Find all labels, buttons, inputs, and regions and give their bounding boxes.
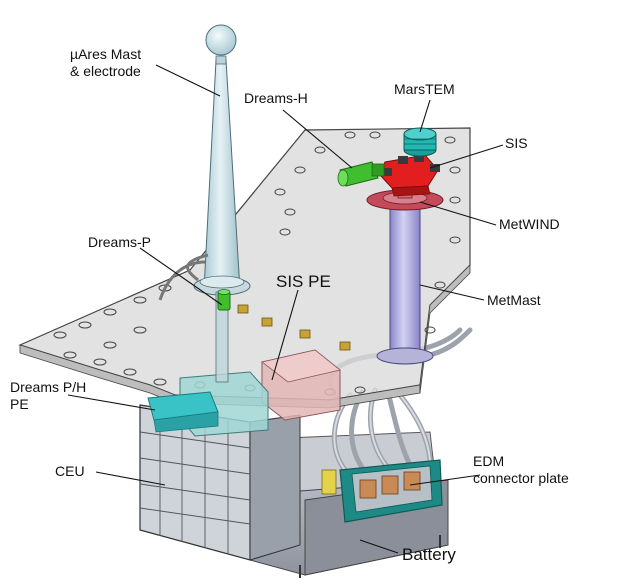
dreams-h-label: Dreams-H [244, 90, 308, 106]
dreams-h-sensor [337, 161, 385, 187]
edm-plate-label-line2: connector plate [473, 470, 569, 486]
metmast-label: MetMast [487, 292, 541, 308]
dreams-ph-pe-box [147, 371, 269, 437]
dreams-ph-pe-label-line2: PE [10, 396, 29, 412]
metwind-label: MetWIND [499, 216, 560, 232]
ceu-box [139, 404, 301, 561]
uares-mast-label-line2: & electrode [70, 63, 141, 79]
ceu-grid [139, 410, 251, 554]
marstem-label: MarsTEM [394, 81, 455, 97]
uares-mast [158, 24, 251, 383]
uares-mast-label: µAres Mast & electrode [70, 46, 141, 80]
sis-label: SIS [505, 135, 528, 151]
dreams-ph-pe-label: Dreams P/H PE [10, 379, 86, 413]
edm-plate-label: EDM connector plate [473, 453, 569, 487]
uares-mast-label-line1: µAres Mast [70, 46, 142, 62]
dreams-ph-pe-label-line1: Dreams P/H [10, 379, 87, 395]
marstem-sensor [403, 127, 437, 157]
ceu-label: CEU [55, 463, 85, 479]
sis-pe-box [261, 349, 341, 421]
leader-lines [67, 64, 504, 554]
dreams-p-sensor [217, 289, 231, 311]
sis-sensor [379, 154, 440, 197]
edm-plate-label-line1: EDM [473, 453, 505, 469]
battery-label: Battery [402, 545, 456, 564]
edm-connector-plate [321, 459, 443, 523]
sis-pe-label: SIS PE [276, 272, 331, 291]
dreams-p-label: Dreams-P [88, 234, 152, 250]
plate-brackets [237, 304, 351, 351]
